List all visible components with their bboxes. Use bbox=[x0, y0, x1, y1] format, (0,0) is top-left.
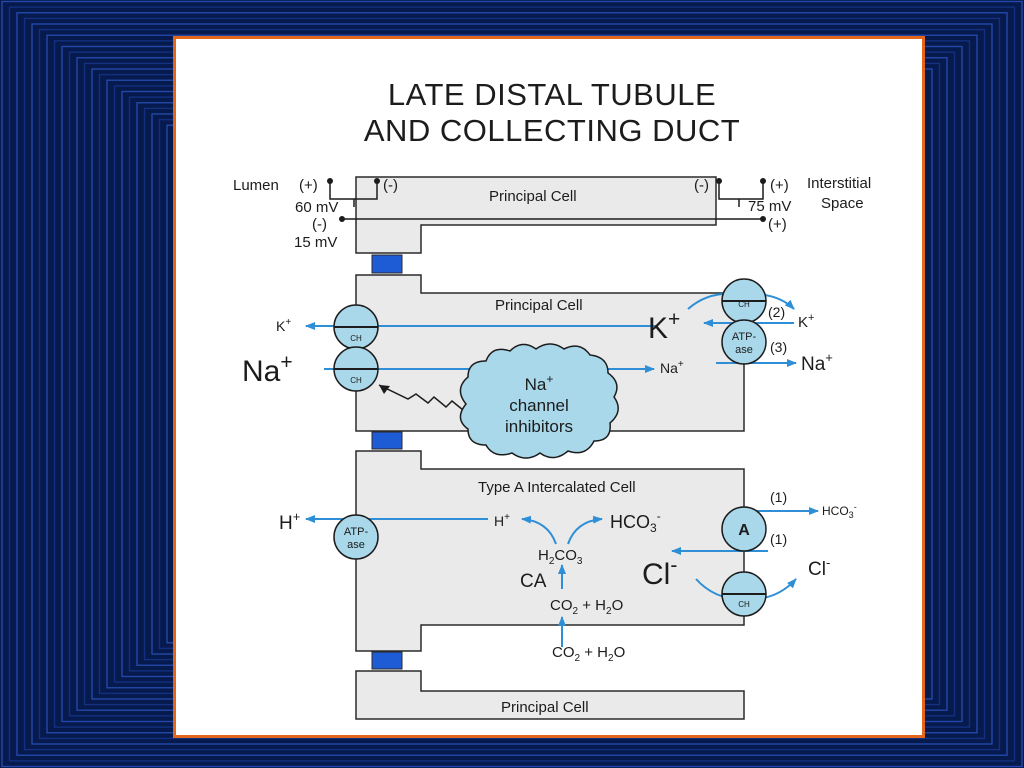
channel-k-basolateral: CH bbox=[721, 278, 767, 324]
intercalated-cell bbox=[355, 450, 745, 652]
inhibition-bolt bbox=[378, 384, 464, 411]
atpase-label-1: ATP- bbox=[732, 331, 757, 343]
lumen-plus: (+) bbox=[299, 177, 318, 194]
principal-cell-label-middle: Principal Cell bbox=[495, 297, 583, 314]
slide-title: LATE DISTAL TUBULE AND COLLECTING DUCT bbox=[176, 77, 928, 149]
na-lumen-label: Na+ bbox=[242, 351, 293, 388]
k-cell-label: K+ bbox=[648, 308, 680, 345]
voltage-wiring bbox=[329, 182, 764, 220]
h2co3-to-hco3-arrow bbox=[567, 515, 603, 545]
co2-h2o-out-label: CO2 + H2O bbox=[552, 644, 625, 664]
channel-cl-basolateral: CH bbox=[721, 571, 767, 617]
frame-ring bbox=[38, 28, 986, 740]
na-cell-label: Na+ bbox=[660, 359, 684, 376]
principal-cell-top bbox=[355, 176, 717, 254]
hco3-cell-label: HCO3- bbox=[610, 509, 661, 535]
atpase-label-1: ATP- bbox=[344, 526, 369, 538]
inhibitors-blob bbox=[459, 343, 619, 459]
cl-cell-label: Cl- bbox=[642, 554, 677, 591]
exchanger-a: A bbox=[721, 506, 767, 552]
atpase-principal: ATP- ase bbox=[721, 319, 767, 365]
atpase-label-2: ase bbox=[735, 344, 753, 356]
title-line-1: LATE DISTAL TUBULE bbox=[387, 77, 717, 112]
frame-ring bbox=[8, 6, 1016, 762]
step-2-label: (2) bbox=[768, 304, 785, 320]
co2-h2o-cell-label: CO2 + H2O bbox=[550, 597, 623, 617]
frame-ring bbox=[16, 12, 1008, 756]
step-1b-label: (1) bbox=[770, 531, 787, 547]
inhibitors-label-inhibitors: inhibitors bbox=[505, 417, 573, 436]
na-interstitial-label: Na+ bbox=[801, 350, 833, 375]
slide: LATE DISTAL TUBULE AND COLLECTING DUCT bbox=[173, 36, 925, 738]
inhibition-bolt-head bbox=[379, 385, 390, 394]
title-line-2: AND COLLECTING DUCT bbox=[363, 113, 741, 148]
voltage-terminals bbox=[327, 178, 766, 222]
tubule-diagram: Lumen (+) (-) 60 mV (-) 15 mV (-) (+) 75… bbox=[233, 175, 871, 720]
principal-cell-label-bottom: Principal Cell bbox=[501, 699, 589, 716]
h-cell-label: H+ bbox=[494, 512, 510, 529]
interstitial-plus: (+) bbox=[770, 177, 789, 194]
inhibitors-label-channel: channel bbox=[509, 396, 569, 415]
h2co3-label: H2CO3 bbox=[538, 547, 583, 567]
k-lumen-label: K+ bbox=[276, 317, 291, 334]
carbonic-anhydrase-label: CA bbox=[520, 571, 547, 592]
channel-ch-label: CH bbox=[350, 376, 362, 385]
principal-cell-label-top: Principal Cell bbox=[489, 188, 577, 205]
frame-ring bbox=[31, 23, 993, 745]
apical-voltage: 60 mV bbox=[295, 199, 338, 216]
basolateral-plus: (+) bbox=[768, 216, 787, 233]
principal-cell-bottom bbox=[355, 670, 745, 720]
channel-ch-label: CH bbox=[738, 600, 750, 609]
cl-out-label: Cl- bbox=[808, 555, 830, 580]
channel-ch-label: CH bbox=[350, 334, 362, 343]
channel-k-apical: CH bbox=[333, 304, 379, 350]
basolateral-voltage: 75 mV bbox=[748, 198, 791, 215]
channel-na-apical: CH bbox=[333, 346, 379, 392]
lumen-label: Lumen bbox=[233, 177, 279, 194]
inhibitors-label-na: Na+ bbox=[525, 372, 554, 394]
space-label: Space bbox=[821, 195, 864, 212]
tight-junction-2 bbox=[371, 431, 403, 450]
interstitial-label: Interstitial bbox=[807, 175, 871, 192]
frame-ring bbox=[23, 17, 1001, 751]
tight-junction-3 bbox=[371, 651, 403, 670]
interstitial-minus: (-) bbox=[694, 177, 709, 194]
exchanger-label: A bbox=[738, 522, 750, 539]
atpase-intercalated: ATP- ase bbox=[333, 514, 379, 560]
hco3-out-label: HCO3- bbox=[822, 502, 857, 520]
paracellular-minus: (-) bbox=[312, 216, 327, 233]
atpase-label-2: ase bbox=[347, 539, 365, 551]
step-3-label: (3) bbox=[770, 339, 787, 355]
h2co3-to-h-arrow bbox=[521, 515, 557, 545]
k-interstitial-label: K+ bbox=[798, 312, 814, 331]
paracellular-voltage: 15 mV bbox=[294, 234, 337, 251]
step-1a-label: (1) bbox=[770, 489, 787, 505]
tight-junction-1 bbox=[371, 254, 403, 274]
tight-junctions bbox=[371, 254, 403, 670]
intercalated-cell-label: Type A Intercalated Cell bbox=[478, 479, 636, 496]
channel-ch-label: CH bbox=[738, 300, 750, 309]
h-lumen-label: H+ bbox=[279, 509, 300, 534]
lumen-minus: (-) bbox=[383, 177, 398, 194]
